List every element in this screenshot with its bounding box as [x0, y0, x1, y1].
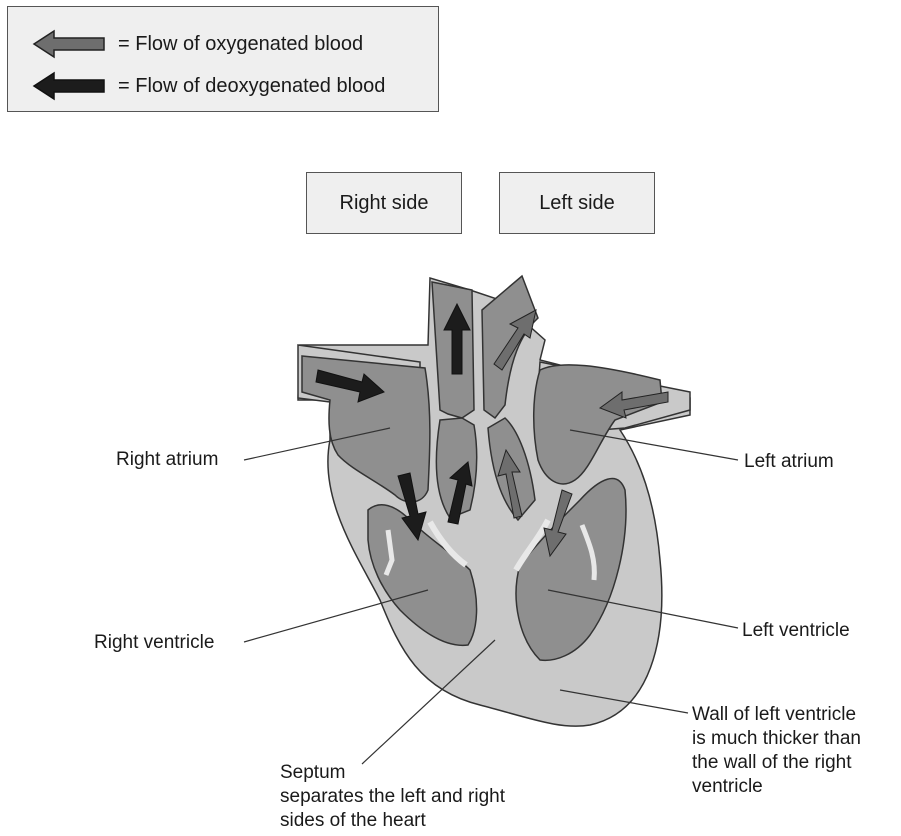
label-wall-2: is much thicker than — [692, 728, 861, 750]
label-septum-title: Septum — [280, 762, 345, 784]
label-wall-4: ventricle — [692, 776, 763, 798]
label-left-ventricle: Left ventricle — [742, 620, 850, 642]
label-wall-3: the wall of the right — [692, 752, 851, 774]
label-right-atrium: Right atrium — [116, 449, 218, 471]
label-septum-desc-2: sides of the heart — [280, 810, 426, 832]
label-wall-1: Wall of left ventricle — [692, 704, 856, 726]
label-right-ventricle: Right ventricle — [94, 632, 214, 654]
label-septum-desc-1: separates the left and right — [280, 786, 505, 808]
label-left-atrium: Left atrium — [744, 451, 834, 473]
